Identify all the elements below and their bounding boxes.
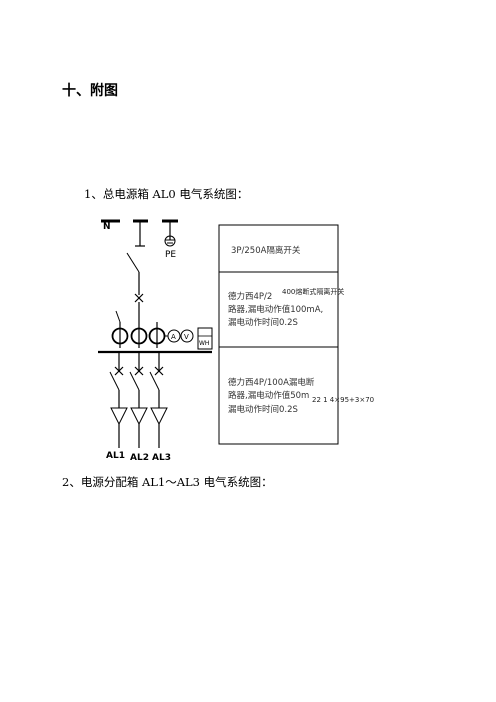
terminal-pe: PE	[162, 219, 178, 260]
ammeter-icon: A	[164, 329, 181, 343]
ground-icon	[164, 235, 176, 247]
terminal-n-label: N	[103, 222, 111, 232]
terminal-middle	[133, 219, 148, 247]
terminal-n: N	[101, 219, 120, 232]
section-heading: 十、附图	[62, 83, 118, 99]
box2-line1: 德力西4P/2	[228, 291, 272, 302]
figure-caption-al0: 1、总电源箱 AL0 电气系统图：	[84, 187, 249, 201]
feeder-al3-label: AL3	[152, 453, 171, 463]
box3-line3: 漏电动作时间0.2S	[228, 404, 298, 415]
feeder-al2-label: AL2	[130, 453, 149, 463]
voltmeter-icon: V	[180, 329, 194, 343]
figure-caption-al1-al3: 2、电源分配箱 AL1～AL3 电气系统图：	[62, 475, 273, 489]
feeder-al3: AL3	[149, 352, 171, 463]
feeder-al1: AL1	[106, 352, 128, 461]
terminal-pe-label: PE	[165, 250, 176, 260]
box3-line1: 德力西4P/100A漏电断	[228, 377, 315, 388]
box3-line2: 路器,漏电动作值50m	[228, 390, 309, 401]
box2-overlay-label: 400熔断式隔离开关	[282, 287, 344, 296]
watt-hour-meter-icon: WH	[197, 327, 213, 350]
box3-overlay-label: 22 1 4×95+3×70	[312, 396, 374, 404]
svg-text:A: A	[171, 333, 176, 341]
spec-boxes	[218, 224, 339, 445]
box2-line3: 漏电动作时间0.2S	[228, 317, 298, 328]
svg-text:WH: WH	[199, 340, 209, 347]
box1-line1: 3P/250A隔离开关	[231, 245, 301, 256]
main-isolator-switch	[126, 252, 144, 322]
feeder-al1-label: AL1	[106, 451, 125, 461]
box2-line2: 路器,漏电动作值100mA,	[228, 304, 323, 315]
svg-text:V: V	[184, 333, 189, 341]
feeder-al2: AL2	[129, 352, 149, 463]
